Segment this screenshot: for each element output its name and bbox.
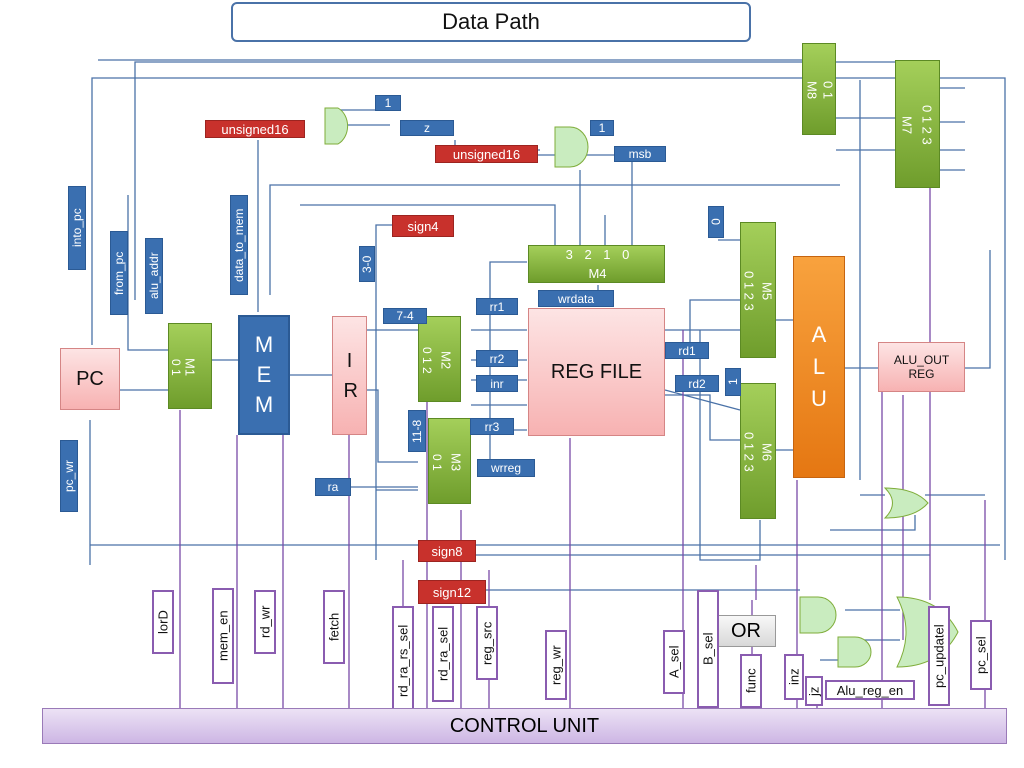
or-box-label: OR <box>731 619 761 642</box>
signal-mem-en: mem_en <box>212 588 234 684</box>
mux-m3-inputs: 0 1 <box>430 453 444 471</box>
rd2-label: rd2 <box>675 375 719 392</box>
pc-label: PC <box>76 367 104 390</box>
pc-wr-label: pc_wr <box>60 440 78 512</box>
mux-m5-label: M5 <box>759 281 775 301</box>
const-one-top-label: 1 <box>375 95 401 111</box>
data-to-mem-label: data_to_mem <box>230 195 248 295</box>
ir-label: I R <box>343 349 358 402</box>
instruction-register: I R <box>332 316 367 435</box>
alu-addr-label: alu_addr <box>145 238 163 314</box>
mux-m5-inputs: 0 1 2 3 <box>741 271 757 311</box>
signal-reg-src: reg_src <box>476 606 498 680</box>
from-pc-label: from_pc <box>110 231 128 315</box>
or-gate-right <box>883 487 929 519</box>
bits-3-0-label: 3-0 <box>359 246 375 282</box>
mux-m7: M7 0 1 2 3 <box>895 60 940 188</box>
and-gate-msb <box>554 126 589 168</box>
mux-m1-label: M1 <box>182 357 198 377</box>
signal-rd-ra-rs-sel: rd_ra_rs_sel <box>392 606 414 716</box>
mux-m2-label: M2 <box>438 350 454 370</box>
sign12-label: sign12 <box>418 580 486 604</box>
mux-m1: M1 0 1 <box>168 323 212 409</box>
control-unit: CONTROL UNIT <box>42 708 1007 744</box>
signal-lord: lorD <box>152 590 174 654</box>
mux-m3-label: M3 <box>448 452 464 472</box>
control-unit-label: CONTROL UNIT <box>449 714 600 737</box>
mux-m6: 0 1 2 3 M6 <box>740 383 776 519</box>
or-box: OR <box>716 615 776 647</box>
mux-m7-label: M7 <box>899 115 915 135</box>
rr1-label: rr1 <box>476 298 518 315</box>
rr2-label: rr2 <box>476 350 518 367</box>
mux-m3: 0 1 M3 <box>428 418 471 504</box>
signal-reg-wr: reg_wr <box>545 630 567 700</box>
msb-label: msb <box>614 146 666 162</box>
reg-file-label: REG FILE <box>550 360 643 383</box>
signal-b-sel: B_sel <box>697 590 719 708</box>
signal-pc-sel: pc_sel <box>970 620 992 690</box>
signal-inz: inz <box>784 654 804 700</box>
mux-m2-inputs: 0 1 2 <box>420 346 434 374</box>
alu-out-label: ALU_OUT REG <box>893 353 950 381</box>
sign8-label: sign8 <box>418 540 476 562</box>
and-gate-jz <box>837 636 872 668</box>
mux-m4-label: M4 <box>588 266 607 281</box>
into-pc-label: into_pc <box>68 186 86 270</box>
unsigned16-top-label: unsigned16 <box>205 120 305 138</box>
bits-11-8-label: 11-8 <box>408 410 426 452</box>
mux-m8: M8 0 1 <box>802 43 836 135</box>
mux-m1-inputs: 0 1 <box>169 358 183 376</box>
inr-label: inr <box>476 375 518 392</box>
diagram-title: Data Path <box>231 2 751 42</box>
signal-jz: jz <box>805 676 823 706</box>
and-gate-inz <box>799 596 837 634</box>
wrdata-label: wrdata <box>538 290 614 307</box>
signal-alu-reg-en: Alu_reg_en <box>825 680 915 700</box>
mux-m8-inputs: 0 1 <box>820 80 836 100</box>
const-one-msb-label: 1 <box>590 120 614 136</box>
wrreg-label: wrreg <box>477 459 535 477</box>
signal-a-sel: A_sel <box>663 630 685 694</box>
const-one-alu-label: 1 <box>725 368 741 396</box>
rd1-label: rd1 <box>665 342 709 359</box>
alu-out-register: ALU_OUT REG <box>878 342 965 392</box>
rr3-label: rr3 <box>470 418 514 435</box>
register-file: REG FILE <box>528 308 665 436</box>
ra-label: ra <box>315 478 351 496</box>
alu-block: A L U <box>793 256 845 478</box>
mux-m8-label: M8 <box>804 80 820 100</box>
z-label: z <box>400 120 454 136</box>
const-zero-label: 0 <box>708 206 724 238</box>
mux-m2: 0 1 2 M2 <box>418 316 461 402</box>
signal-fetch: fetch <box>323 590 345 664</box>
bits-7-4-label: 7-4 <box>383 308 427 324</box>
unsigned16-msb-label: unsigned16 <box>435 145 538 163</box>
signal-func: func <box>740 654 762 708</box>
signal-pc-updatel: pc_updatel <box>928 606 950 706</box>
mux-m6-label: M6 <box>759 442 775 462</box>
mux-m5: 0 1 2 3 M5 <box>740 222 776 358</box>
mux-m7-inputs: 0 1 2 3 <box>919 105 935 145</box>
signal-rd-wr: rd_wr <box>254 590 276 654</box>
mux-m6-inputs: 0 1 2 3 <box>741 432 757 472</box>
and-gate-z <box>324 107 349 145</box>
memory-block: M E M <box>238 315 290 435</box>
mux-m4-inputs: 3 2 1 0 <box>565 247 630 262</box>
pc-register: PC <box>60 348 120 410</box>
signal-rd-ra-sel: rd_ra_sel <box>432 606 454 702</box>
sign4-label: sign4 <box>392 215 454 237</box>
alu-label: A L U <box>811 322 827 411</box>
memory-label: M E M <box>254 332 274 417</box>
mux-m4: 3 2 1 0 M4 <box>528 245 665 283</box>
